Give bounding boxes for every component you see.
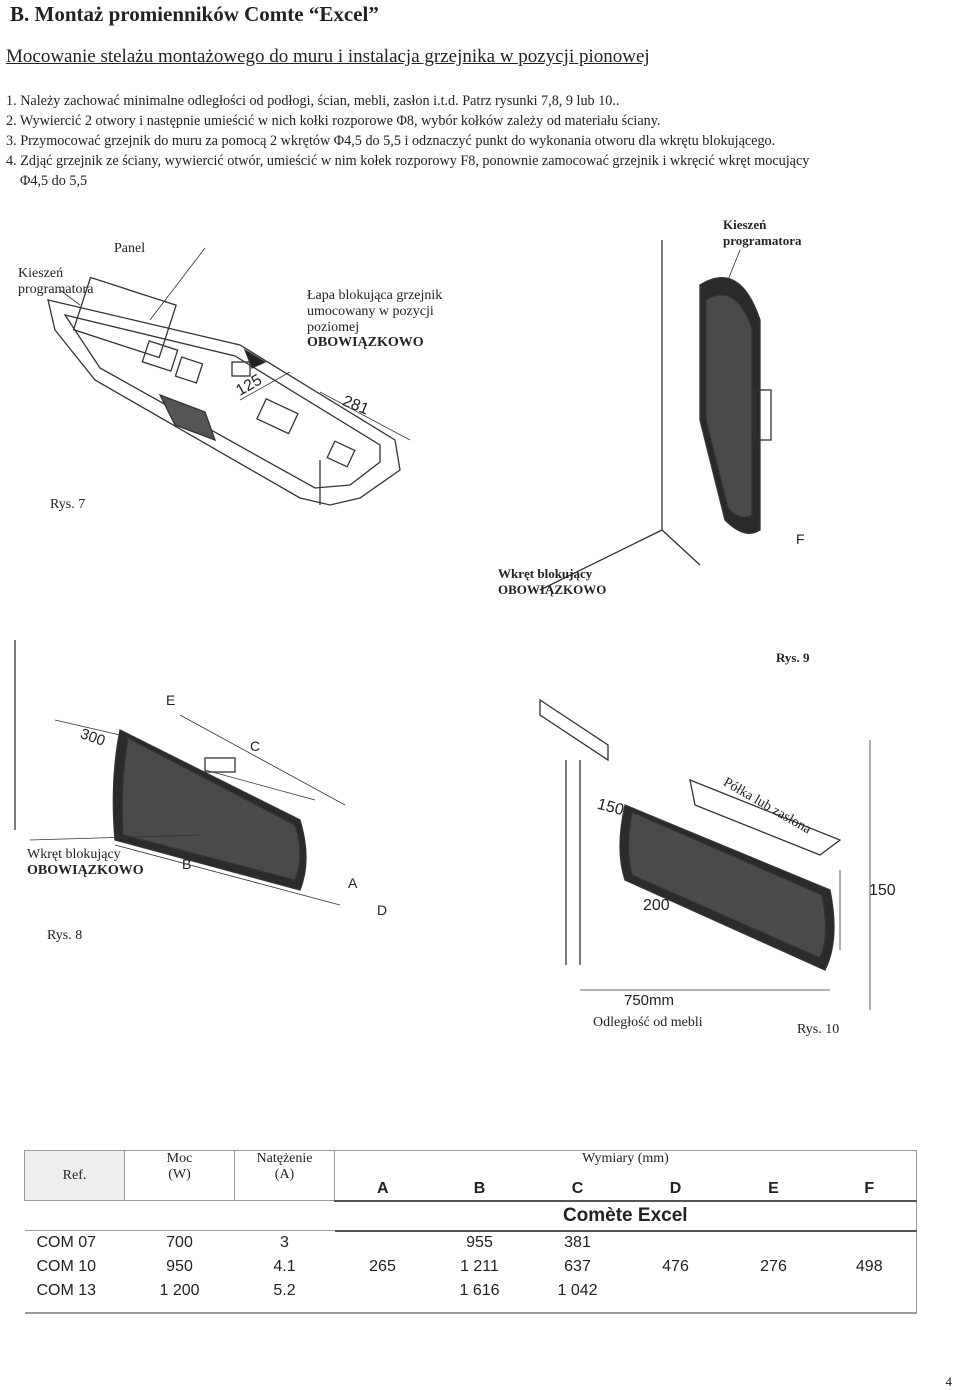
row-power: 1 200: [159, 1281, 200, 1299]
label-screw-8: Wkręt blokujący: [27, 847, 121, 862]
instruction-4-cont: Φ4,5 do 5,5: [20, 173, 88, 189]
row-ref: COM 07: [36, 1233, 97, 1251]
label-d: D: [377, 902, 388, 918]
label-c: C: [250, 738, 261, 754]
dim-750: 750mm: [624, 992, 675, 1009]
dim-150-b: 150: [869, 882, 896, 899]
instruction-4: 4. Zdjąć grzejnik ze ściany, wywiercić o…: [6, 153, 810, 169]
vertical-heater-drawing: [539, 240, 772, 591]
label-b: B: [182, 856, 192, 872]
row-current: 5.2: [273, 1281, 296, 1299]
header-power: Moc(W): [124, 1150, 235, 1201]
label-screw-9: Wkręt blokujący: [498, 566, 593, 581]
col-d: D: [626, 1178, 725, 1202]
page-number: 4: [945, 1374, 953, 1389]
header-dimensions: Wymiary (mm): [334, 1150, 917, 1179]
label-e: E: [166, 692, 176, 708]
row-power: 950: [166, 1257, 193, 1275]
section-subtitle: Mocowanie stelażu montażowego do muru i …: [6, 46, 650, 67]
label-pocket-2: programatora: [18, 282, 94, 297]
row-b: 955: [466, 1234, 493, 1251]
page-title: B. Montaż promienników Comte “Excel”: [10, 2, 379, 26]
instruction-3: 3. Przymocować grzejnik do muru za pomoc…: [6, 133, 776, 149]
installation-illustrations: [14, 240, 871, 1010]
row-b: 1 616: [459, 1281, 500, 1299]
header-ref: Ref.: [24, 1150, 125, 1201]
model-name: Comète Excel: [334, 1200, 917, 1232]
dimensions-table: Ref. Moc(W) Natężenie(A) Wymiary (mm) A …: [24, 1150, 917, 1314]
label-panel: Panel: [114, 241, 146, 256]
label-pocket-9-2: programatora: [723, 233, 802, 248]
dim-f-value: 498: [822, 1230, 917, 1303]
row-b: 1 211: [460, 1257, 499, 1275]
row-c: 381: [564, 1234, 591, 1251]
row-c: 1 042: [557, 1281, 598, 1299]
caption-rys-7: Rys. 7: [50, 497, 86, 512]
row-current: 4.1: [273, 1257, 296, 1275]
label-mandatory-7: OBOWIĄZKOWO: [307, 335, 424, 350]
col-e: E: [724, 1178, 823, 1202]
label-f: F: [796, 531, 805, 547]
caption-rys-10: Rys. 10: [797, 1022, 840, 1037]
label-furniture-distance: Odległość od mebli: [593, 1015, 703, 1030]
col-f: F: [822, 1178, 917, 1202]
header-current: Natężenie(A): [234, 1150, 335, 1201]
label-pocket-1: Kieszeń: [18, 266, 64, 281]
label-lock-2: umocowany w pozycji: [307, 304, 434, 319]
label-mandatory-8: OBOWIĄZKOWO: [27, 863, 144, 878]
dim-200: 200: [643, 897, 670, 914]
row-c: 637: [564, 1257, 591, 1275]
instruction-1: 1. Należy zachować minimalne odległości …: [6, 93, 620, 109]
caption-rys-9: Rys. 9: [776, 650, 810, 665]
dim-e-value: 276: [760, 1258, 787, 1275]
dim-a-value: 265: [369, 1258, 396, 1275]
col-b: B: [430, 1178, 529, 1202]
row-current: 3: [280, 1233, 289, 1251]
row-ref: COM 10: [36, 1257, 97, 1275]
label-lock-1: Łapa blokująca grzejnik: [307, 288, 443, 303]
label-a: A: [348, 875, 358, 891]
row-ref: COM 13: [36, 1281, 97, 1299]
label-pocket-9-1: Kieszeń: [723, 217, 767, 232]
row-power: 700: [166, 1233, 193, 1251]
furniture-clearance-drawing: [539, 698, 871, 1010]
col-a: A: [334, 1178, 431, 1202]
label-lock-3: poziomej: [307, 320, 360, 335]
instructions: 1. Należy zachować minimalne odległości …: [6, 91, 946, 191]
label-mandatory-9: OBOWIĄZKOWO: [498, 582, 607, 597]
instruction-2: 2. Wywiercić 2 otwory i następnie umieśc…: [6, 113, 661, 129]
dim-d-value: 476: [662, 1258, 689, 1275]
caption-rys-8: Rys. 8: [47, 928, 83, 943]
col-c: C: [528, 1178, 627, 1202]
mounting-frame-drawing: [47, 247, 411, 506]
horizontal-heater-drawing: [14, 640, 346, 906]
